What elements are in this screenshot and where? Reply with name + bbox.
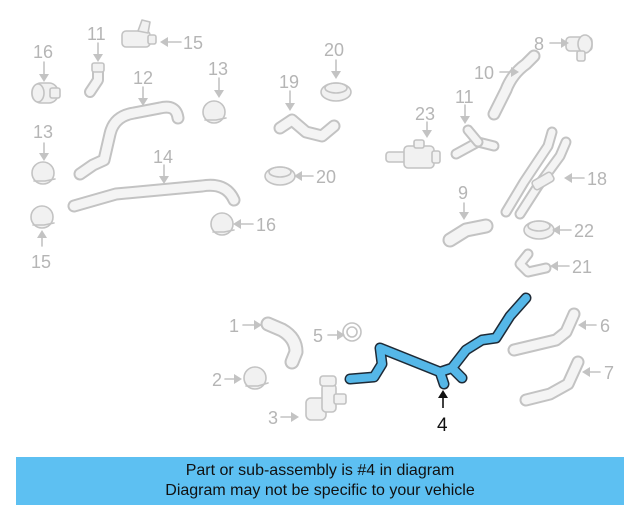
part-13-clamp-left[interactable] (31, 161, 56, 185)
part-10-hose[interactable] (487, 49, 541, 121)
callout-9[interactable]: 9 (458, 183, 468, 203)
arrow-22 (552, 225, 560, 235)
part-3-valve[interactable] (305, 375, 347, 421)
part-23-valve[interactable] (385, 139, 441, 169)
callout-17[interactable]: 15 (183, 33, 203, 53)
part-21-hose[interactable] (514, 248, 552, 278)
arrow-20b (294, 171, 302, 181)
arrow-23 (422, 130, 432, 138)
part-6-hose[interactable] (507, 307, 581, 357)
arrow-21 (550, 261, 558, 271)
part-20-clamp-top[interactable] (320, 82, 352, 102)
arrow-14 (159, 176, 169, 184)
callout-13b[interactable]: 13 (33, 122, 53, 142)
callout-11b[interactable]: 11 (455, 87, 474, 107)
callout-15b[interactable]: 16 (256, 215, 276, 235)
callout-12[interactable]: 12 (133, 68, 153, 88)
arrow-9 (459, 212, 469, 220)
callout-4[interactable]: 4 (437, 415, 448, 436)
callout-18[interactable]: 16 (33, 42, 53, 62)
arrow-3 (291, 412, 299, 422)
part-13-clamp-top[interactable] (202, 100, 227, 124)
callout-19[interactable]: 19 (279, 72, 299, 92)
arrow-2 (234, 374, 242, 384)
arrow-19 (285, 103, 295, 111)
arrow-6 (578, 320, 586, 330)
arrow-20a (331, 71, 341, 79)
part-4-hose-highlighted[interactable] (344, 292, 532, 390)
arrow-16 (564, 173, 572, 183)
part-15-clamp-left[interactable] (30, 205, 55, 229)
part-5-o-ring[interactable] (342, 322, 362, 342)
arrow-11b (460, 116, 470, 124)
callout-11a[interactable]: 11 (87, 24, 106, 44)
arrow-18 (39, 74, 49, 82)
part-16-double-hose[interactable] (500, 126, 572, 220)
arrow-13a (214, 90, 224, 98)
arrow-12 (138, 98, 148, 106)
callout-6[interactable]: 6 (600, 316, 610, 336)
part-9-hose[interactable] (442, 218, 494, 248)
arrow-4 (438, 390, 448, 398)
info-banner: Part or sub-assembly is #4 in diagram Di… (16, 457, 624, 505)
callout-16[interactable]: 18 (587, 169, 607, 189)
callout-23[interactable]: 23 (415, 104, 435, 124)
callout-8[interactable]: 8 (534, 34, 544, 54)
callout-13a[interactable]: 13 (208, 59, 228, 79)
part-11-fitting-left[interactable] (84, 62, 105, 98)
part-12-hose[interactable] (73, 100, 185, 181)
arrow-5 (337, 330, 345, 340)
callout-10[interactable]: 10 (474, 63, 494, 83)
arrow-10 (511, 67, 519, 77)
callout-2[interactable]: 2 (212, 370, 222, 390)
arrow-7 (582, 367, 590, 377)
part-15-clamp-mid[interactable] (210, 212, 235, 236)
callout-15a[interactable]: 15 (31, 252, 51, 272)
callout-22[interactable]: 22 (574, 221, 594, 241)
part-8-fitting[interactable] (565, 34, 593, 62)
part-2-clamp[interactable] (243, 366, 269, 390)
banner-line-part: Part or sub-assembly is #4 in diagram (185, 462, 455, 479)
arrow-8 (561, 38, 569, 48)
part-17-sensor[interactable] (121, 19, 157, 48)
callout-1[interactable]: 1 (229, 316, 239, 336)
part-19-hose[interactable] (273, 113, 341, 143)
callout-7[interactable]: 7 (604, 363, 614, 383)
part-7-hose[interactable] (519, 355, 585, 407)
callout-14[interactable]: 14 (153, 147, 173, 167)
part-20-clamp-mid[interactable] (264, 166, 296, 186)
callout-3[interactable]: 3 (268, 408, 278, 428)
callout-21[interactable]: 21 (572, 257, 592, 277)
part-14-long-hose[interactable] (67, 178, 241, 213)
callout-20a[interactable]: 20 (324, 40, 344, 60)
arrow-11a (93, 54, 103, 62)
banner-line-disclaimer: Diagram may not be specific to your vehi… (165, 482, 475, 499)
callout-5[interactable]: 5 (313, 326, 323, 346)
arrow-17 (160, 37, 168, 47)
arrow-13b (39, 153, 49, 161)
arrow-15b (233, 219, 241, 229)
callout-20b[interactable]: 20 (316, 167, 336, 187)
arrow-15a (37, 230, 47, 238)
arrow-1 (254, 320, 262, 330)
part-11-fitting-mid[interactable] (450, 124, 500, 160)
part-18-clamp[interactable] (31, 82, 61, 104)
part-22-clamp[interactable] (523, 220, 555, 240)
part-1-hose[interactable] (260, 316, 304, 370)
